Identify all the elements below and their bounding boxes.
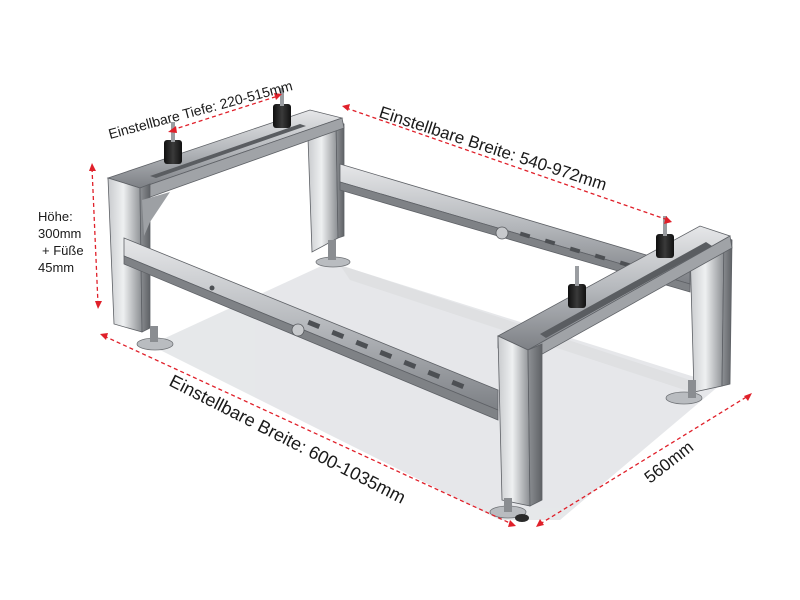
height-label: Höhe: 300mm + Füße 45mm (38, 209, 84, 275)
svg-text:300mm: 300mm (38, 226, 81, 241)
svg-text:Höhe:: Höhe: (38, 209, 73, 224)
left-bracket (106, 88, 351, 351)
total-depth-label: 560mm (641, 437, 697, 487)
dimension-lines (89, 93, 752, 527)
svg-text:45mm: 45mm (38, 260, 74, 275)
rear-width-label: Einstellbare Breite: 540-972mm (377, 103, 609, 195)
svg-text:+ Füße: + Füße (42, 243, 84, 258)
rear-adjustable-bar (339, 163, 691, 293)
front-adjustable-bar (123, 237, 499, 421)
right-bracket (489, 216, 733, 522)
